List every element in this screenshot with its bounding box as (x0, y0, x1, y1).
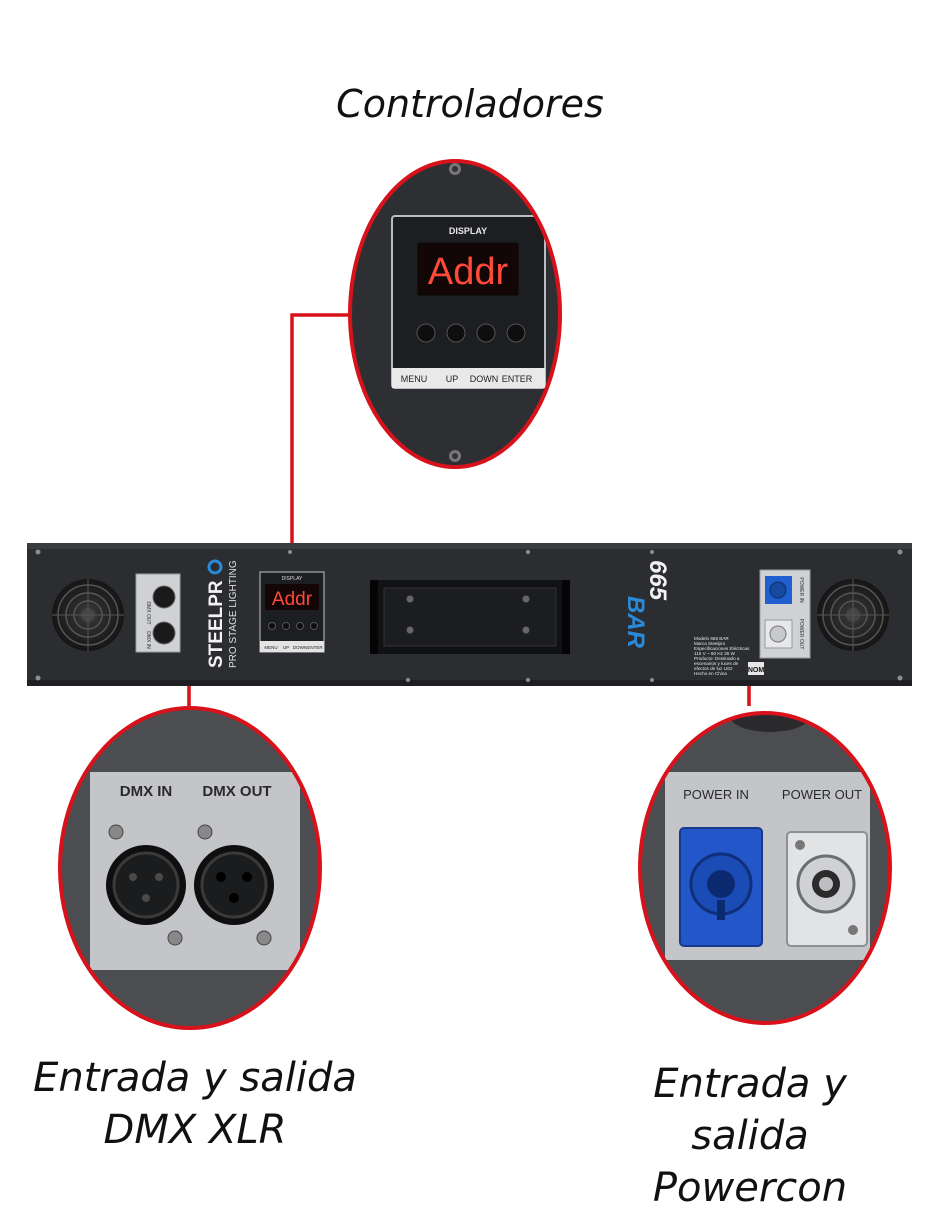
zoom-button-label-menu: MENU (401, 374, 428, 384)
zoom-button-label-up: UP (446, 374, 459, 384)
power-caption-line2: Powercon (652, 1165, 848, 1211)
dmx-zoom-circle: DMX IN DMX OUT (58, 706, 322, 1030)
page-title: Controladores (336, 82, 604, 126)
brand-name: STEELPR (206, 580, 227, 668)
spec-line: Modelo 665 BAR (694, 636, 729, 641)
panel-button-label-menu: MENU (264, 645, 277, 650)
model-number: 665 (644, 560, 671, 601)
nom-badge (748, 662, 764, 675)
dmx-connector-plate: DMX OUT DMX IN (135, 573, 181, 653)
model-name: BAR (622, 596, 649, 649)
spec-line: Marca Steelpro (694, 641, 726, 646)
zoom-button-label-enter: ENTER (502, 374, 533, 384)
power-connector-plate: POWER IN POWER OUT (759, 569, 811, 659)
spec-label: Modelo 665 BAR Marca Steelpro Especifica… (694, 636, 750, 676)
dmx-caption: Entrada y salida DMX XLR (30, 1052, 360, 1156)
spec-line: Producto: Destinado a (694, 656, 740, 661)
device-panel: DMX OUT DMX IN STEELPR PRO STAGE LIGHTIN… (27, 543, 912, 686)
spec-line: Especificaciones Eléctricas (694, 646, 750, 651)
spec-line: 115 V ~ 60 Hz 35 W (694, 651, 736, 656)
panel-power-in-label: POWER IN (798, 577, 804, 603)
panel-button-label-down: DOWN (293, 645, 307, 650)
zoom-display-label: DISPLAY (449, 226, 487, 236)
zoom-button-label-down: DOWN (470, 374, 499, 384)
zoom-dmx-out-label: DMX OUT (202, 783, 271, 800)
spec-line: escenarios y luces de (694, 661, 739, 666)
spec-line: Hecho en China (694, 671, 727, 676)
carry-handle (370, 580, 570, 654)
brand-logo: STEELPR PRO STAGE LIGHTING (206, 559, 239, 668)
model-logo: 665 BAR (622, 560, 671, 649)
zoom-dmx-in-label: DMX IN (120, 783, 173, 800)
display-callout-line (290, 313, 351, 570)
dmx-caption-line2: DMX XLR (103, 1107, 287, 1153)
power-caption: Entrada y salida Powercon (590, 1058, 910, 1214)
panel-display-readout: Addr (272, 589, 313, 610)
zoom-display-readout: Addr (428, 251, 509, 293)
left-fan-grille (52, 579, 124, 651)
panel-dmx-in-label: DMX IN (145, 631, 151, 649)
spec-line: efectos de luz LED (694, 666, 733, 671)
panel-display-label: DISPLAY (282, 576, 303, 582)
brand-o-icon (207, 559, 223, 575)
display-zoom-circle: DISPLAY Addr MENU UP DOWN ENTER (348, 159, 562, 469)
panel-button-label-up: UP (283, 645, 289, 650)
panel-display-module: DISPLAY Addr MENU UP DOWN ENTER (259, 571, 325, 653)
dmx-caption-line1: Entrada y salida (33, 1055, 357, 1101)
panel-dmx-out-label: DMX OUT (145, 601, 151, 624)
panel-power-out-label: POWER OUT (798, 619, 804, 650)
nom-label: NOM (748, 667, 765, 674)
power-caption-line1: Entrada y salida (653, 1061, 847, 1159)
right-fan-grille (817, 579, 889, 651)
brand-tagline: PRO STAGE LIGHTING (228, 560, 239, 668)
zoom-power-out-label: POWER OUT (782, 787, 862, 802)
panel-button-label-enter: ENTER (307, 645, 323, 650)
panel-screws (35, 549, 903, 682)
power-zoom-circle: POWER IN POWER OUT (638, 711, 892, 1025)
zoom-power-in-label: POWER IN (683, 787, 749, 802)
